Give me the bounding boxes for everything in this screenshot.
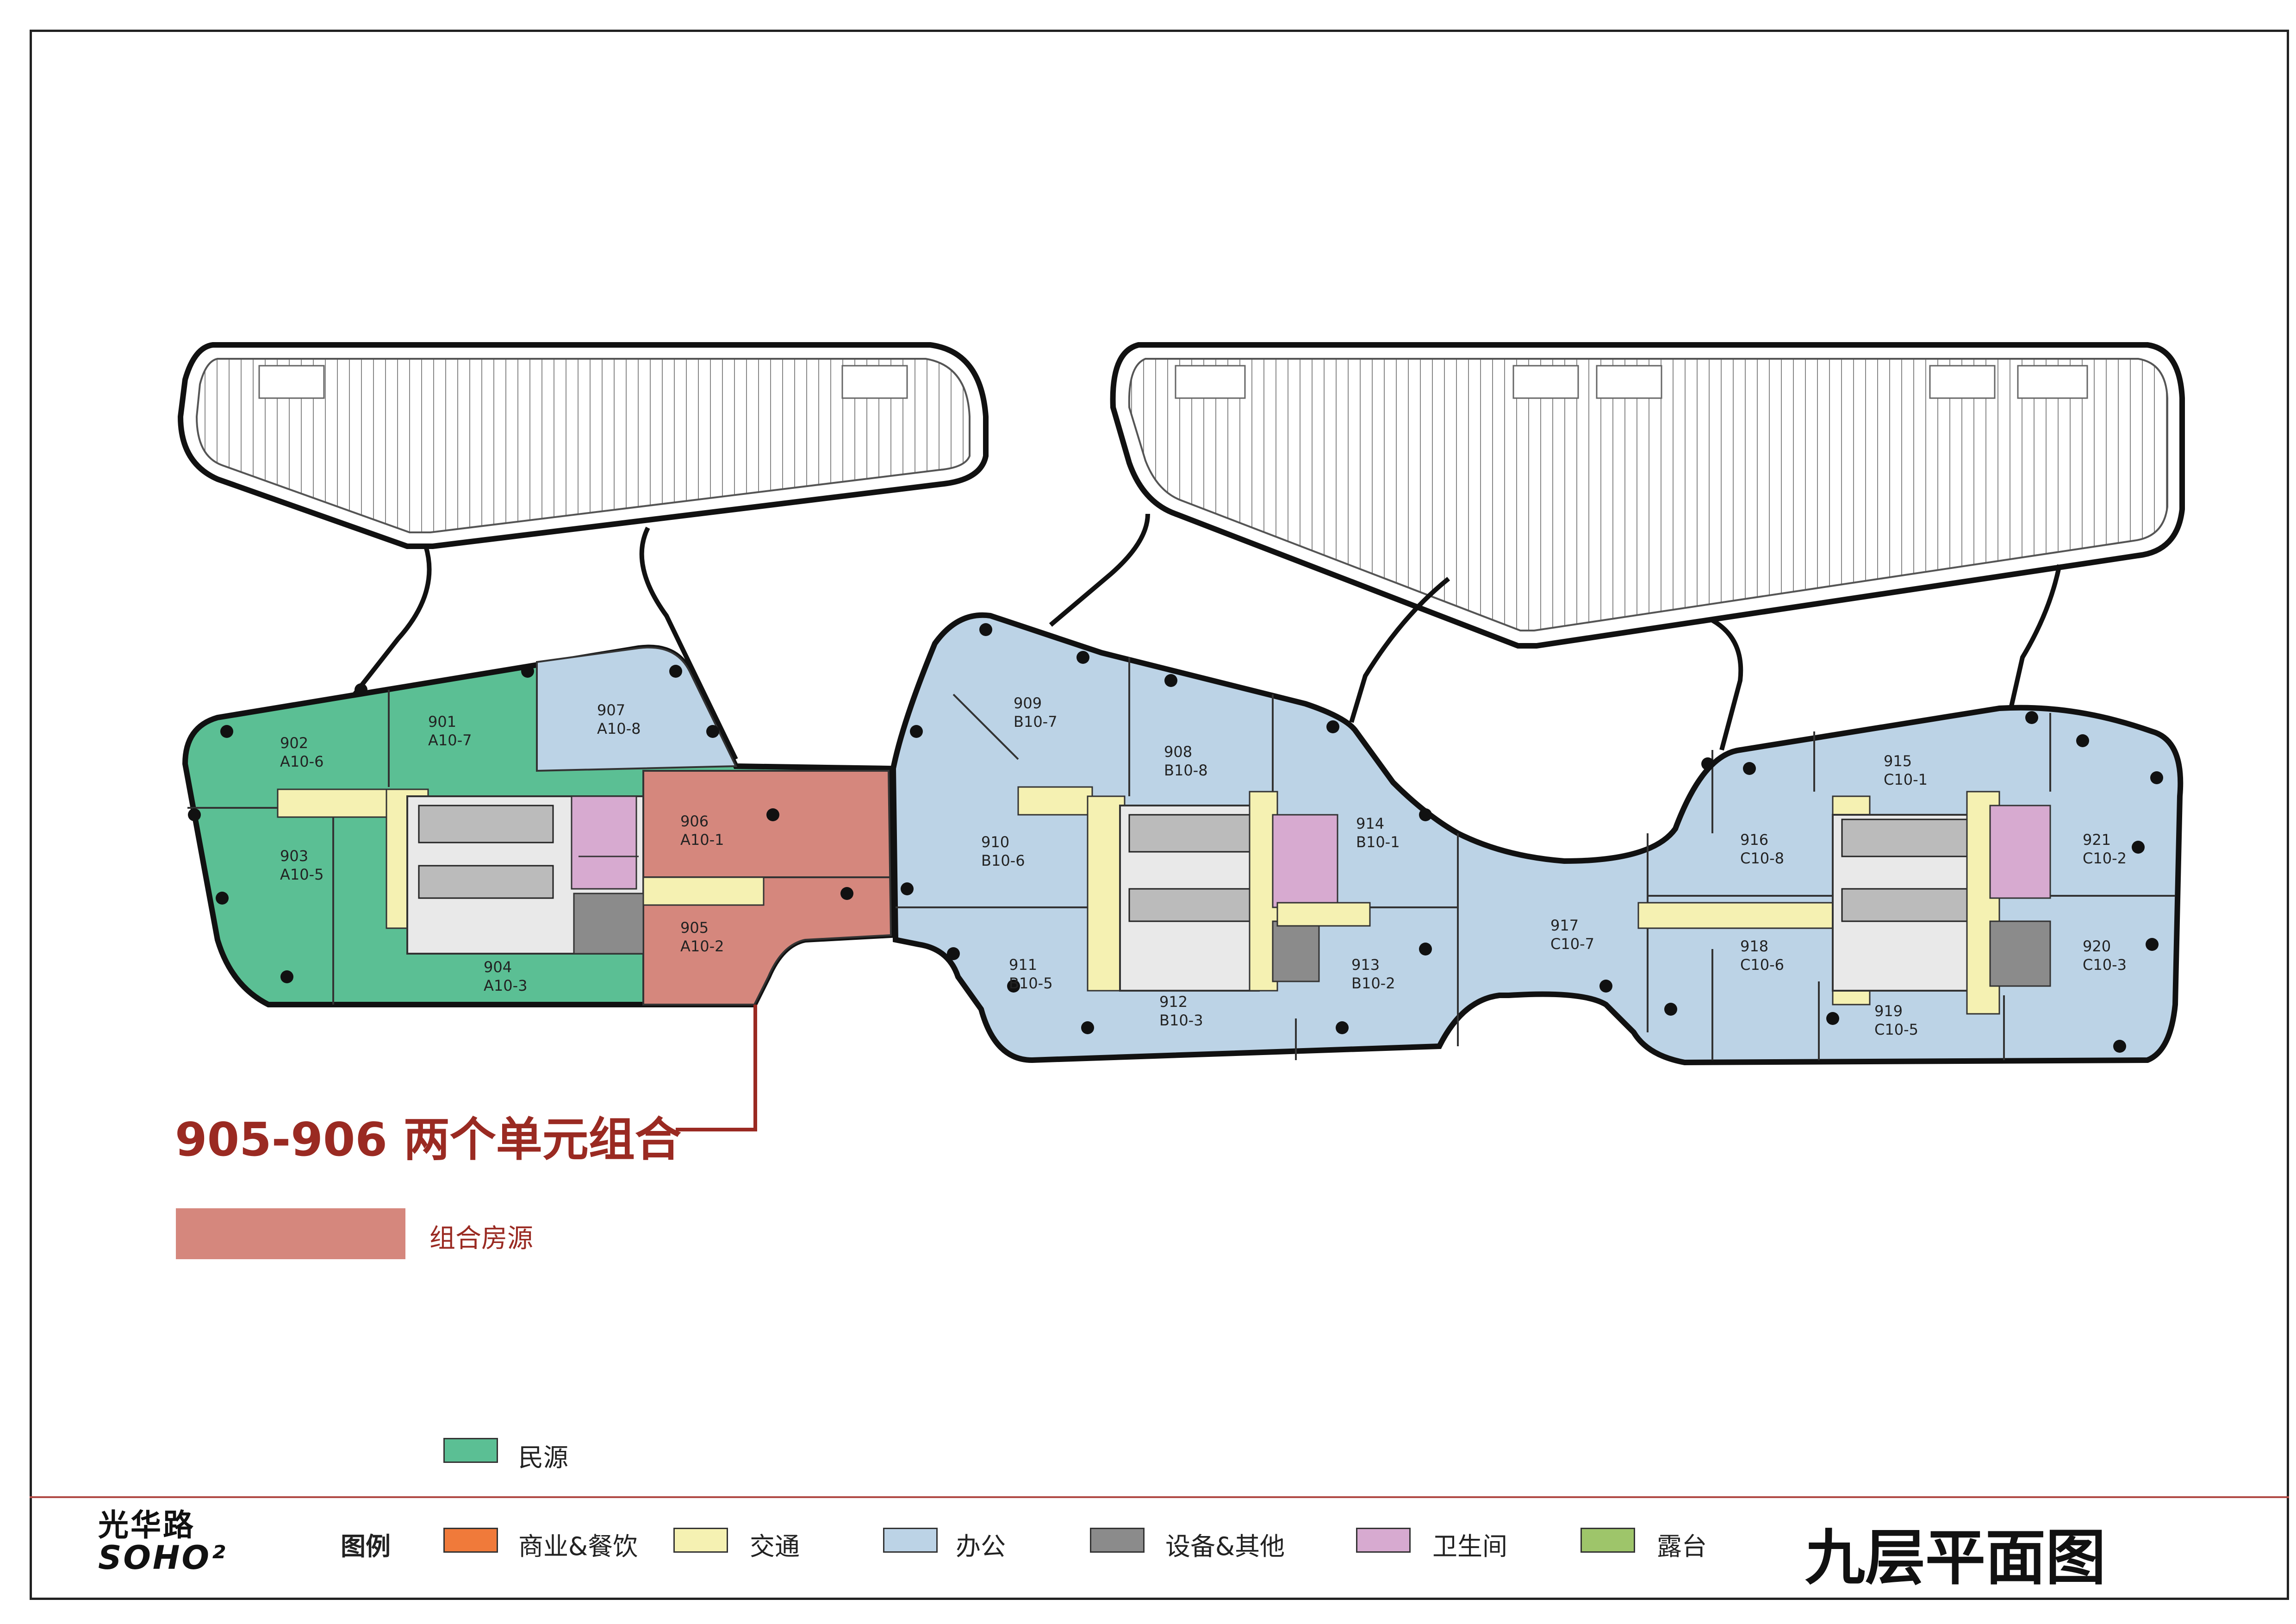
- unit-905-number: 905: [680, 919, 709, 937]
- unit-913-code: B10-2: [1351, 974, 1395, 992]
- unit-914-code: B10-1: [1356, 833, 1400, 851]
- sheet-frame: [30, 30, 2289, 1600]
- unit-901-number: 901: [428, 713, 456, 731]
- bridges: [345, 513, 2062, 761]
- unit-911-code: B10-5: [1009, 974, 1053, 992]
- combo-legend-label: 组合房源: [429, 1224, 533, 1254]
- unit-912-code: B10-3: [1159, 1012, 1203, 1029]
- footer-rule: [30, 1496, 2289, 1498]
- unit-910-number: 910: [981, 833, 1009, 851]
- unit-906-code: A10-1: [680, 831, 724, 849]
- unit-904-number: 904: [484, 958, 512, 976]
- unit-916-code: C10-8: [1740, 849, 1784, 867]
- legend-swatch-office: [883, 1528, 938, 1553]
- unit-907-number: 907: [597, 701, 625, 719]
- unit-910-code: B10-6: [981, 852, 1025, 869]
- legend-label-commercial: 商业&餐饮: [518, 1532, 638, 1561]
- unit-921-number: 921: [2083, 831, 2111, 849]
- combo-legend-swatch: [176, 1208, 405, 1259]
- floor-title: 九层平面图: [1805, 1523, 2106, 1593]
- legend-label-equipment: 设备&其他: [1165, 1532, 1285, 1561]
- unit-902-number: 902: [280, 734, 308, 752]
- columns: [188, 623, 2163, 1053]
- brand-logo-line2: SOHO²: [98, 1539, 227, 1577]
- unit-913-number: 913: [1351, 956, 1380, 974]
- unit-912-number: 912: [1159, 993, 1188, 1011]
- legend-label-office: 办公: [956, 1532, 1006, 1561]
- unit-918-code: C10-6: [1740, 956, 1784, 974]
- unit-917-number: 917: [1550, 917, 1579, 934]
- unit-901-code: A10-7: [428, 731, 472, 749]
- unit-920-code: C10-3: [2083, 956, 2127, 974]
- unit-911-number: 911: [1009, 956, 1037, 974]
- unit-906-number: 906: [680, 812, 709, 830]
- legend-label-terrace: 露台: [1657, 1532, 1707, 1561]
- unit-907-code: A10-8: [597, 720, 641, 737]
- brand-logo-line1: 光华路: [98, 1507, 195, 1543]
- legend-swatch-equipment: [1090, 1528, 1145, 1553]
- building-b: [890, 612, 2184, 1066]
- unit-919-code: C10-5: [1874, 1021, 1918, 1038]
- unit-labels: 902 A10-6 901 A10-7 907 A10-8 903 A10-5 …: [280, 694, 2127, 1038]
- legend-label-restroom: 卫生间: [1432, 1532, 1507, 1561]
- legend-title: 图例: [341, 1532, 391, 1561]
- roof-canopy-east: [1110, 342, 2185, 649]
- unit-908-code: B10-8: [1164, 762, 1208, 779]
- building-a: [182, 644, 894, 1007]
- unit-903-number: 903: [280, 847, 308, 865]
- roof-canopy-west: [177, 342, 989, 549]
- unit-916-number: 916: [1740, 831, 1768, 849]
- green-legend-label: 民源: [518, 1443, 568, 1472]
- unit-903-code: A10-5: [280, 866, 324, 883]
- unit-902-code: A10-6: [280, 753, 324, 770]
- unit-917-code: C10-7: [1550, 935, 1594, 953]
- unit-905-code: A10-2: [680, 937, 724, 955]
- callout-leader: [676, 1005, 757, 1131]
- green-legend-swatch: [443, 1438, 498, 1463]
- legend-swatch-commercial: [443, 1528, 498, 1553]
- unit-909-number: 909: [1014, 694, 1042, 712]
- unit-914-number: 914: [1356, 815, 1384, 832]
- unit-904-code: A10-3: [484, 977, 528, 994]
- unit-918-number: 918: [1740, 937, 1768, 955]
- combination-headline: 905-906 两个单元组合: [175, 1112, 681, 1167]
- brand-logo: 光华路 SOHO²: [98, 1510, 237, 1575]
- legend-swatch-terrace: [1580, 1528, 1635, 1553]
- unit-921-code: C10-2: [2083, 849, 2127, 867]
- unit-915-number: 915: [1884, 752, 1912, 770]
- unit-920-number: 920: [2083, 937, 2111, 955]
- legend-label-circulation: 交通: [750, 1532, 800, 1561]
- unit-915-code: C10-1: [1884, 771, 1928, 788]
- unit-908-number: 908: [1164, 743, 1192, 761]
- unit-919-number: 919: [1874, 1002, 1903, 1020]
- legend-swatch-restroom: [1356, 1528, 1411, 1553]
- legend-swatch-circulation: [673, 1528, 728, 1553]
- unit-909-code: B10-7: [1014, 713, 1058, 731]
